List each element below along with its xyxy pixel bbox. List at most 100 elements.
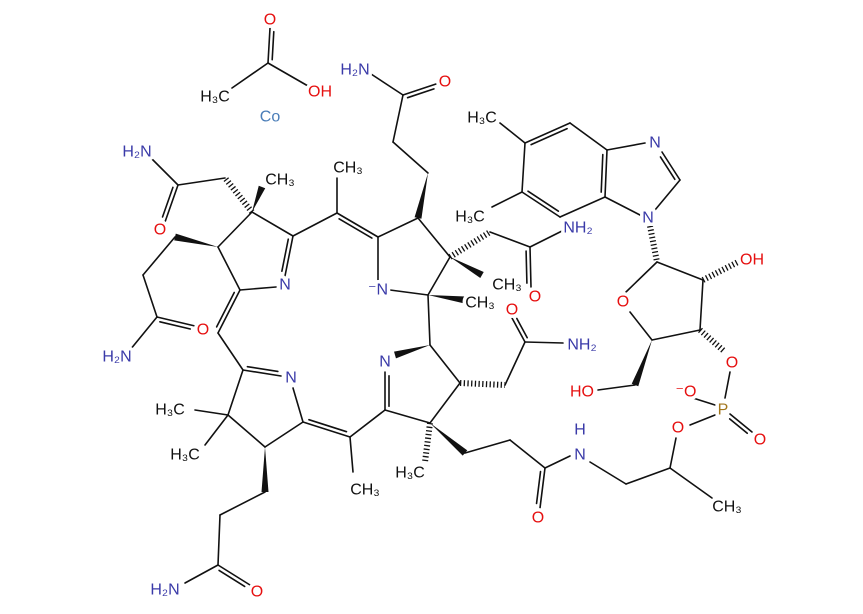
- hashed-bond: [698, 327, 727, 355]
- double-bond: [338, 218, 373, 239]
- single-bond: [217, 246, 241, 291]
- atom-label-p: P: [718, 402, 729, 419]
- single-bond: [625, 261, 658, 293]
- double-bond: [281, 238, 290, 273]
- single-bond: [625, 467, 671, 485]
- double-bond: [729, 413, 753, 433]
- single-bond: [491, 191, 523, 208]
- hashed-bond: [647, 225, 660, 263]
- atom-label-n: H₂N: [340, 62, 369, 79]
- atom-label-o: O: [197, 322, 209, 339]
- atom-label-n: N: [279, 277, 291, 294]
- single-bond: [669, 467, 713, 499]
- single-bond: [427, 256, 451, 296]
- single-bond: [656, 261, 704, 281]
- double-bond: [659, 156, 676, 181]
- atom-label-n: N: [285, 370, 297, 387]
- atom-label-o: O: [529, 289, 541, 306]
- atom-label-o: O: [154, 222, 166, 239]
- single-bond: [427, 294, 431, 346]
- single-bond: [417, 217, 451, 258]
- wedge-bond: [428, 295, 466, 304]
- double-bond: [218, 569, 246, 588]
- wedge-bond: [394, 345, 430, 359]
- atom-label-o: O: [506, 302, 518, 319]
- single-bond: [267, 62, 309, 87]
- atom-label-o: O: [251, 584, 263, 601]
- atom-label-n: ⁻N: [368, 282, 388, 299]
- atom-label-o: ⁻O: [676, 384, 697, 401]
- double-bond: [600, 153, 604, 193]
- single-bond: [231, 62, 269, 89]
- single-bond: [184, 564, 219, 584]
- atom-label-n: N: [649, 135, 661, 152]
- single-bond: [629, 311, 653, 341]
- single-bond: [654, 179, 681, 211]
- single-bond: [597, 384, 636, 391]
- single-bond: [349, 409, 386, 438]
- single-bond: [129, 316, 158, 351]
- double-bond: [267, 27, 271, 64]
- single-bond: [392, 94, 404, 143]
- single-bond: [489, 231, 531, 248]
- single-bond: [227, 369, 244, 416]
- wedge-bond: [252, 185, 266, 212]
- double-bond: [215, 291, 236, 328]
- hashed-bond: [459, 380, 506, 388]
- double-bond: [271, 30, 275, 61]
- atom-label-n: H₂N: [150, 582, 179, 599]
- single-bond: [217, 514, 221, 566]
- single-bond: [292, 212, 338, 237]
- single-bond: [429, 382, 461, 424]
- double-bond: [604, 149, 608, 198]
- single-bond: [349, 436, 354, 473]
- single-bond: [544, 455, 571, 469]
- atom-label-co: Co: [260, 109, 281, 126]
- single-bond: [606, 142, 646, 151]
- single-bond: [219, 491, 266, 516]
- double-bond: [164, 184, 179, 223]
- atom-label-n: N: [574, 447, 586, 464]
- single-bond: [464, 439, 511, 454]
- single-bond: [521, 142, 526, 193]
- double-bond: [521, 191, 561, 218]
- double-bond: [284, 235, 294, 277]
- single-bond: [429, 344, 461, 384]
- single-bond: [651, 329, 701, 341]
- hashed-bond: [422, 422, 433, 463]
- atom-label-c: H₃C: [200, 89, 230, 106]
- single-bond: [392, 141, 429, 174]
- double-bond: [246, 365, 279, 373]
- single-bond: [669, 437, 677, 469]
- single-bond: [367, 71, 404, 96]
- single-bond: [509, 439, 546, 469]
- double-bond: [535, 470, 542, 505]
- double-bond: [511, 317, 526, 343]
- atom-label-o: O: [754, 432, 766, 449]
- single-bond: [529, 230, 563, 248]
- wedge-bond: [430, 423, 468, 456]
- double-bond: [529, 246, 532, 288]
- atom-label-o: O: [532, 510, 544, 527]
- single-bond: [217, 332, 244, 371]
- double-bond: [402, 83, 437, 96]
- double-bond: [525, 250, 528, 284]
- atom-label-c: CH₃: [465, 295, 495, 312]
- single-bond: [389, 289, 429, 296]
- single-bond: [377, 217, 419, 238]
- double-bond: [661, 151, 681, 181]
- atom-label-o: O: [617, 294, 629, 311]
- double-bond: [217, 289, 241, 334]
- atom-label-o: OH: [308, 84, 332, 101]
- single-bond: [292, 387, 304, 423]
- atom-label-n: H₂N: [102, 349, 131, 366]
- double-bond: [728, 418, 749, 435]
- single-bond: [142, 236, 176, 276]
- atom-label-n: NH₂: [567, 337, 596, 354]
- double-bond: [527, 190, 560, 212]
- single-bond: [239, 286, 277, 291]
- single-bond: [227, 414, 266, 448]
- single-bond: [264, 421, 304, 448]
- single-bond: [692, 397, 716, 406]
